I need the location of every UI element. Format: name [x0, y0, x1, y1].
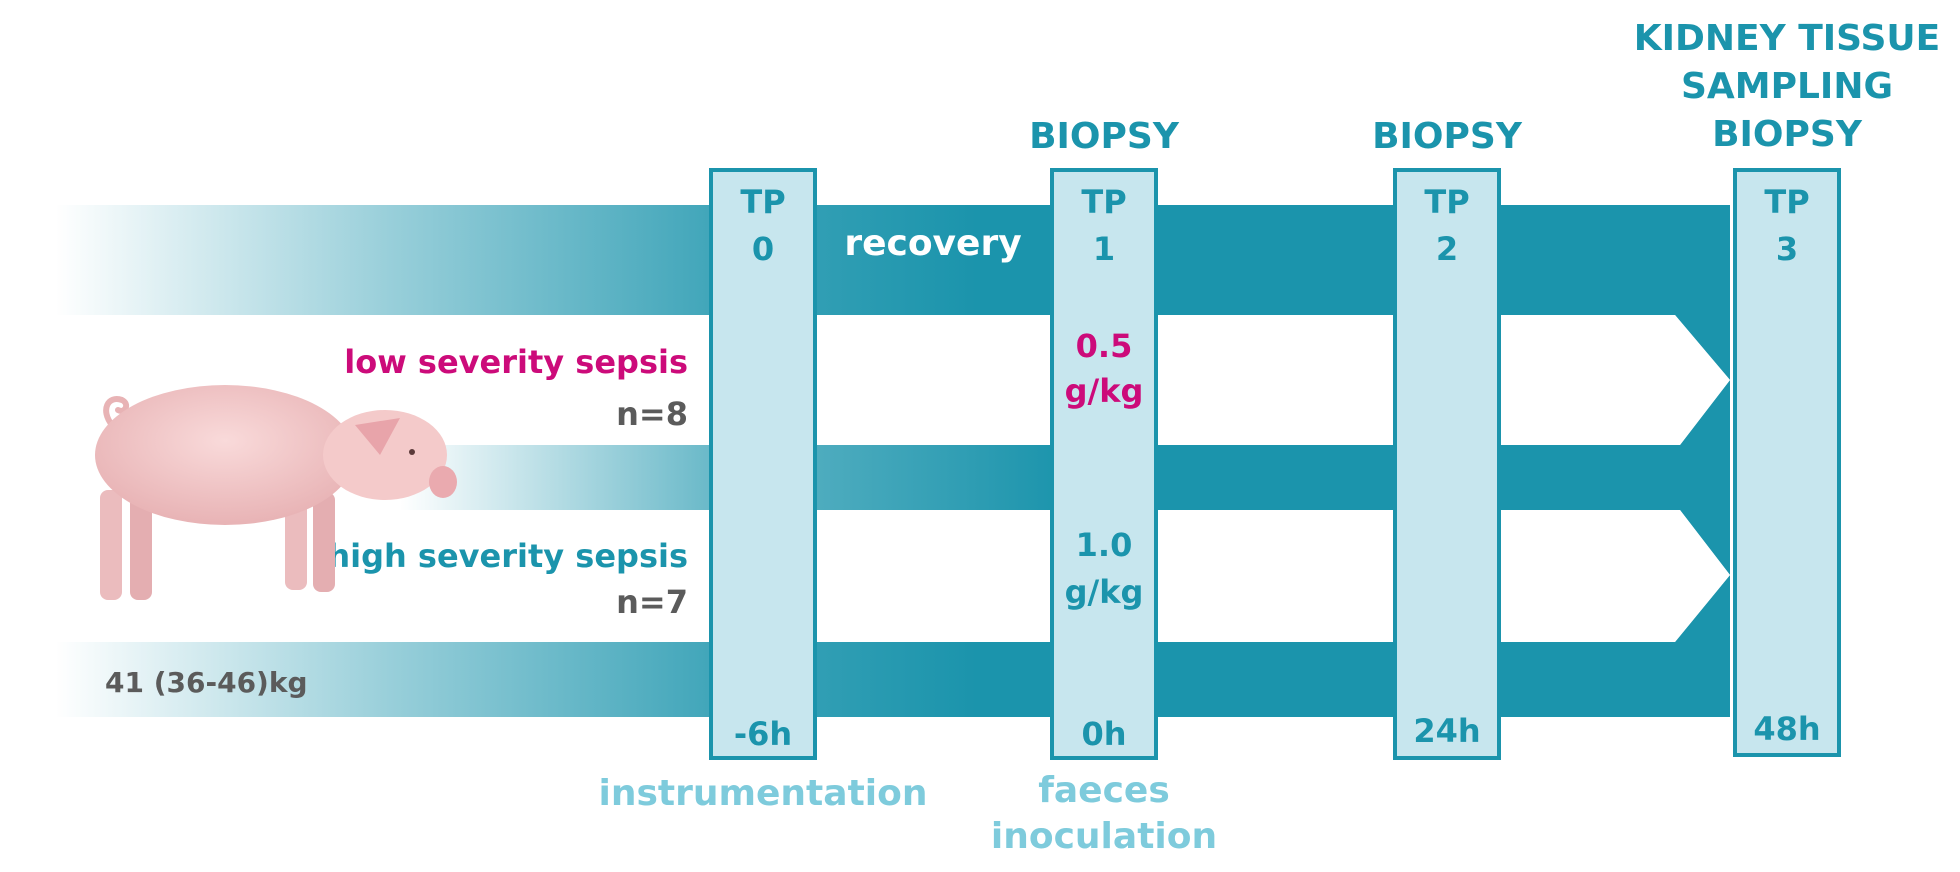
arrow-head-high — [1600, 510, 1730, 642]
tp1-time: 0h — [1081, 715, 1126, 753]
faeces-label: faeces — [1038, 770, 1170, 811]
tp1-tp: TP — [1081, 183, 1126, 221]
tp2-tp: TP — [1424, 183, 1469, 221]
high-group-label: high severity sepsis — [327, 537, 688, 575]
pig-illustration — [95, 385, 457, 600]
tp3-num: 3 — [1776, 230, 1798, 268]
tp1-num: 1 — [1093, 230, 1115, 268]
low-group-n: n=8 — [616, 395, 688, 433]
tp1-heading: BIOPSY — [1029, 116, 1180, 157]
high-dose-value: 1.0 — [1076, 526, 1133, 564]
arrow-head-low — [1600, 315, 1730, 445]
low-dose-value: 0.5 — [1076, 327, 1133, 365]
tp3-heading-line1: KIDNEY TISSUE — [1634, 18, 1941, 59]
tp2-num: 2 — [1436, 230, 1458, 268]
tp3-time: 48h — [1753, 710, 1820, 748]
tp2-box: TP 2 24h — [1393, 168, 1501, 760]
tp0-time: -6h — [734, 715, 792, 753]
tp3-heading-line3: BIOPSY — [1712, 114, 1863, 155]
inoculation-label-text: inoculation — [991, 816, 1217, 857]
arrow-low-group — [1600, 315, 1730, 445]
tp2-heading: BIOPSY — [1372, 116, 1523, 157]
tp2-time: 24h — [1413, 712, 1480, 750]
instrumentation-label: instrumentation — [599, 773, 928, 814]
tp3-tp: TP — [1764, 183, 1809, 221]
tp3-heading-line2: SAMPLING — [1681, 66, 1893, 107]
low-group-label: low severity sepsis — [344, 343, 688, 381]
recovery-label: recovery — [844, 223, 1021, 264]
high-group-n: n=7 — [616, 583, 688, 621]
high-dose-unit: g/kg — [1065, 573, 1144, 611]
arrow-high-group — [1600, 510, 1730, 642]
tp0-num: 0 — [752, 230, 774, 268]
tp0-box: TP 0 -6h — [709, 168, 817, 760]
tp1-box: TP 1 0h — [1050, 168, 1158, 760]
weight-label: 41 (36-46)kg — [105, 666, 308, 699]
tp0-tp: TP — [740, 183, 785, 221]
tp3-box: TP 3 48h — [1733, 168, 1841, 757]
low-dose-unit: g/kg — [1065, 372, 1144, 410]
